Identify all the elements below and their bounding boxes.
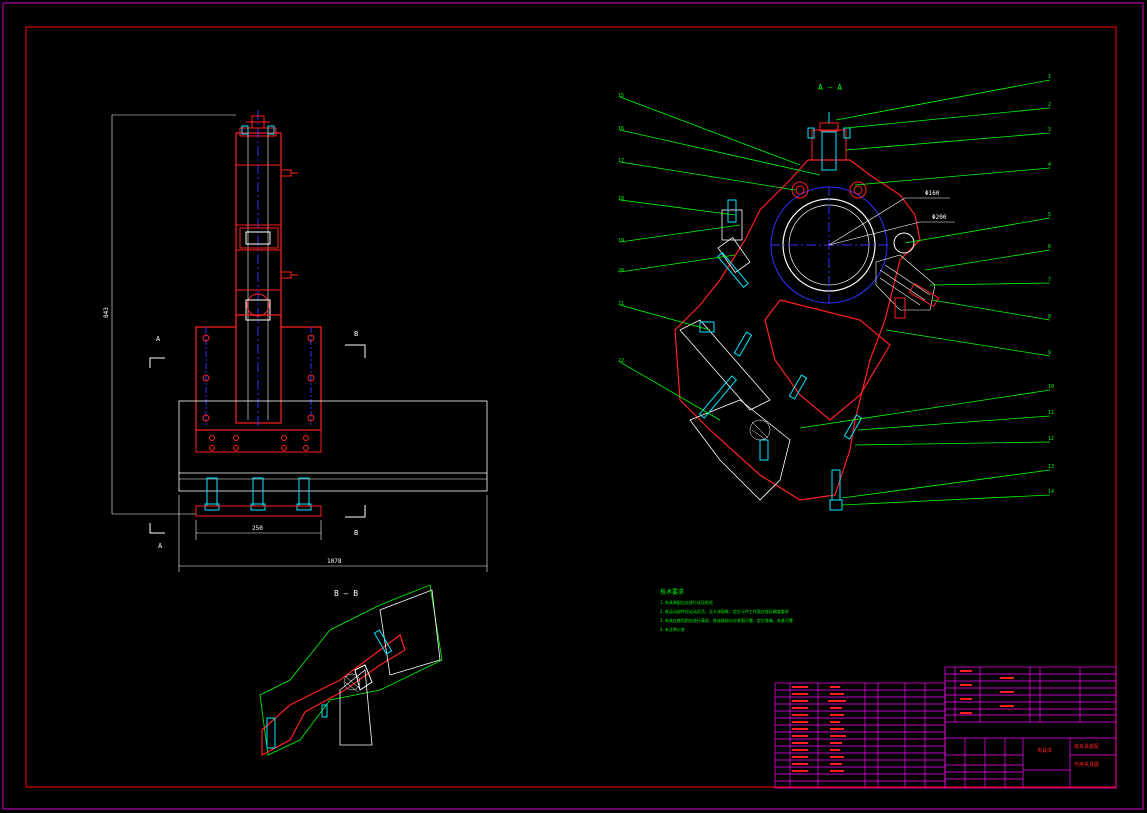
notes-line-1: 1.夹具装配后应进行试压检验 bbox=[660, 599, 713, 605]
diameter-label-1: Φ160 bbox=[925, 190, 940, 197]
callout-2: 2 bbox=[1048, 102, 1051, 108]
callout-12: 12 bbox=[1048, 436, 1054, 442]
section-marker-b-bottom: B bbox=[354, 529, 358, 537]
callout-10: 10 bbox=[1048, 384, 1054, 390]
callout-18: 18 bbox=[618, 196, 624, 202]
section-bb-title: B — B bbox=[334, 589, 358, 598]
callout-8: 8 bbox=[1048, 314, 1051, 320]
callouts-right: 1 2 3 4 5 6 7 8 9 10 11 12 13 14 bbox=[1048, 74, 1054, 495]
callout-3: 3 bbox=[1048, 127, 1051, 133]
technical-notes: 技术要求 1.夹具装配后应进行试压检验 2.各运动部件应运动灵活，无卡滞现象，定… bbox=[660, 588, 793, 632]
callout-4: 4 bbox=[1048, 162, 1051, 168]
diameter-label-2: Φ200 bbox=[932, 214, 947, 221]
callout-1: 1 bbox=[1048, 74, 1051, 80]
callout-15: 15 bbox=[618, 93, 624, 99]
parts-list-table bbox=[774, 666, 1117, 789]
section-marker-a-bottom: A bbox=[158, 542, 163, 550]
section-marker-b-top: B bbox=[354, 330, 358, 338]
callout-14: 14 bbox=[1048, 489, 1054, 495]
title-block-drawing-title: 铣夹具装配 bbox=[1074, 743, 1099, 750]
section-marker-a-top: A bbox=[156, 335, 161, 343]
callout-11: 11 bbox=[1048, 410, 1054, 416]
notes-line-4: 4.未注明公差 bbox=[660, 626, 685, 632]
callout-20: 20 bbox=[618, 268, 624, 274]
callout-17: 17 bbox=[618, 158, 624, 164]
notes-line-3: 3.夹具在使用前应进行清洗，各连接部分应紧固可靠，定位准确，夹紧可靠 bbox=[660, 617, 793, 623]
parts-list-fill bbox=[792, 670, 1014, 772]
section-aa-title: A — A bbox=[818, 83, 842, 92]
notes-title: 技术要求 bbox=[660, 588, 684, 596]
section-bb-view bbox=[259, 584, 443, 757]
callouts-left: 15 16 17 18 19 20 21 22 bbox=[618, 93, 624, 364]
inner-frame bbox=[25, 26, 1117, 788]
callout-21: 21 bbox=[618, 301, 624, 307]
callout-13: 13 bbox=[1048, 464, 1054, 470]
notes-line-2: 2.各运动部件应运动灵活，无卡滞现象，定位元件工作面应保证精度要求 bbox=[660, 608, 789, 614]
front-view bbox=[111, 110, 488, 572]
dim-base-label: 1078 bbox=[327, 558, 342, 565]
callout-9: 9 bbox=[1048, 350, 1051, 356]
dim-width-label: 250 bbox=[252, 525, 263, 532]
callout-6: 6 bbox=[1048, 244, 1051, 250]
callout-22: 22 bbox=[618, 358, 624, 364]
title-block-part-name: 夹具体 bbox=[1037, 747, 1052, 754]
callout-19: 19 bbox=[618, 238, 624, 244]
section-aa-view bbox=[619, 79, 1051, 511]
title-block-company: 专用夹具图 bbox=[1074, 761, 1099, 768]
dim-height-label: 843 bbox=[103, 307, 110, 318]
callout-7: 7 bbox=[1048, 277, 1051, 283]
callout-5: 5 bbox=[1048, 212, 1051, 218]
callout-16: 16 bbox=[618, 126, 624, 132]
